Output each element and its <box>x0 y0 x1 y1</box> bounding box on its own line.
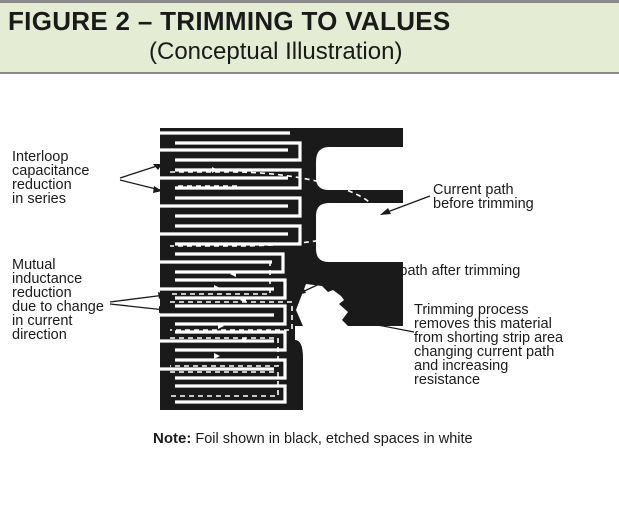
notch-lower <box>295 326 403 410</box>
leader-interloop-2 <box>119 179 161 191</box>
header-top-rule <box>0 0 619 3</box>
arrow-icon <box>214 285 220 291</box>
figure-subtitle: (Conceptual Illustration) <box>149 38 403 65</box>
figure-header-banner: FIGURE 2 – TRIMMING TO VALUES (Conceptua… <box>0 0 619 74</box>
etch-loop <box>175 196 302 218</box>
label-trimming-process: Trimming process removes this material f… <box>414 302 564 388</box>
arrow-icon <box>214 353 220 359</box>
current-path-after-trimming <box>170 261 293 397</box>
etch-loop <box>175 252 285 274</box>
notch-middle <box>316 203 403 262</box>
etch-loop <box>175 384 287 404</box>
figure-title: FIGURE 2 – TRIMMING TO VALUES <box>8 6 451 36</box>
etch-loop <box>175 330 287 352</box>
etch-loop <box>175 304 287 326</box>
arrow-icon <box>218 323 224 329</box>
arrow-icon <box>212 167 218 173</box>
leader-mutual-1 <box>109 294 166 303</box>
notch-upper <box>316 147 403 190</box>
etch-loop <box>175 278 287 300</box>
leader-after <box>297 271 346 295</box>
etch-loop <box>175 224 302 246</box>
label-interloop-capacitance: Interloop capacitance reduction in serie… <box>12 149 90 207</box>
leader-mutual-2 <box>109 303 166 311</box>
arrow-icon <box>230 271 236 277</box>
arrow-icon <box>240 297 246 303</box>
leader-arrowheads <box>153 164 391 324</box>
label-current-path-after: Current path after trimming <box>347 263 521 279</box>
etched-notches <box>295 147 403 410</box>
leader-trimming <box>351 319 415 333</box>
leader-lines <box>109 164 431 333</box>
arrowhead-icon <box>153 164 162 170</box>
label-mutual-inductance: Mutual inductance reduction due to chang… <box>12 257 104 343</box>
label-current-path-before: Current path before trimming <box>433 182 534 212</box>
current-path-before-trimming <box>170 171 379 247</box>
arrowhead-icon <box>380 208 391 215</box>
arrowhead-icon <box>158 292 167 299</box>
figure-note: Note: Foil shown in black, etched spaces… <box>153 430 473 447</box>
leader-interloop-1 <box>119 164 161 179</box>
arrowhead-icon <box>350 317 359 324</box>
etch-loop <box>175 141 302 162</box>
arrowhead-icon <box>153 186 162 193</box>
arrowhead-icon <box>159 306 167 313</box>
etch-loop <box>175 168 302 190</box>
current-direction-arrows <box>212 167 246 359</box>
arrowhead-icon <box>296 287 306 295</box>
trimmed-region <box>296 284 348 326</box>
leader-before <box>381 195 431 215</box>
note-text: Foil shown in black, etched spaces in wh… <box>191 431 473 447</box>
etch-loop <box>175 358 287 380</box>
note-prefix: Note: <box>153 430 192 447</box>
arrow-icon <box>240 337 246 343</box>
